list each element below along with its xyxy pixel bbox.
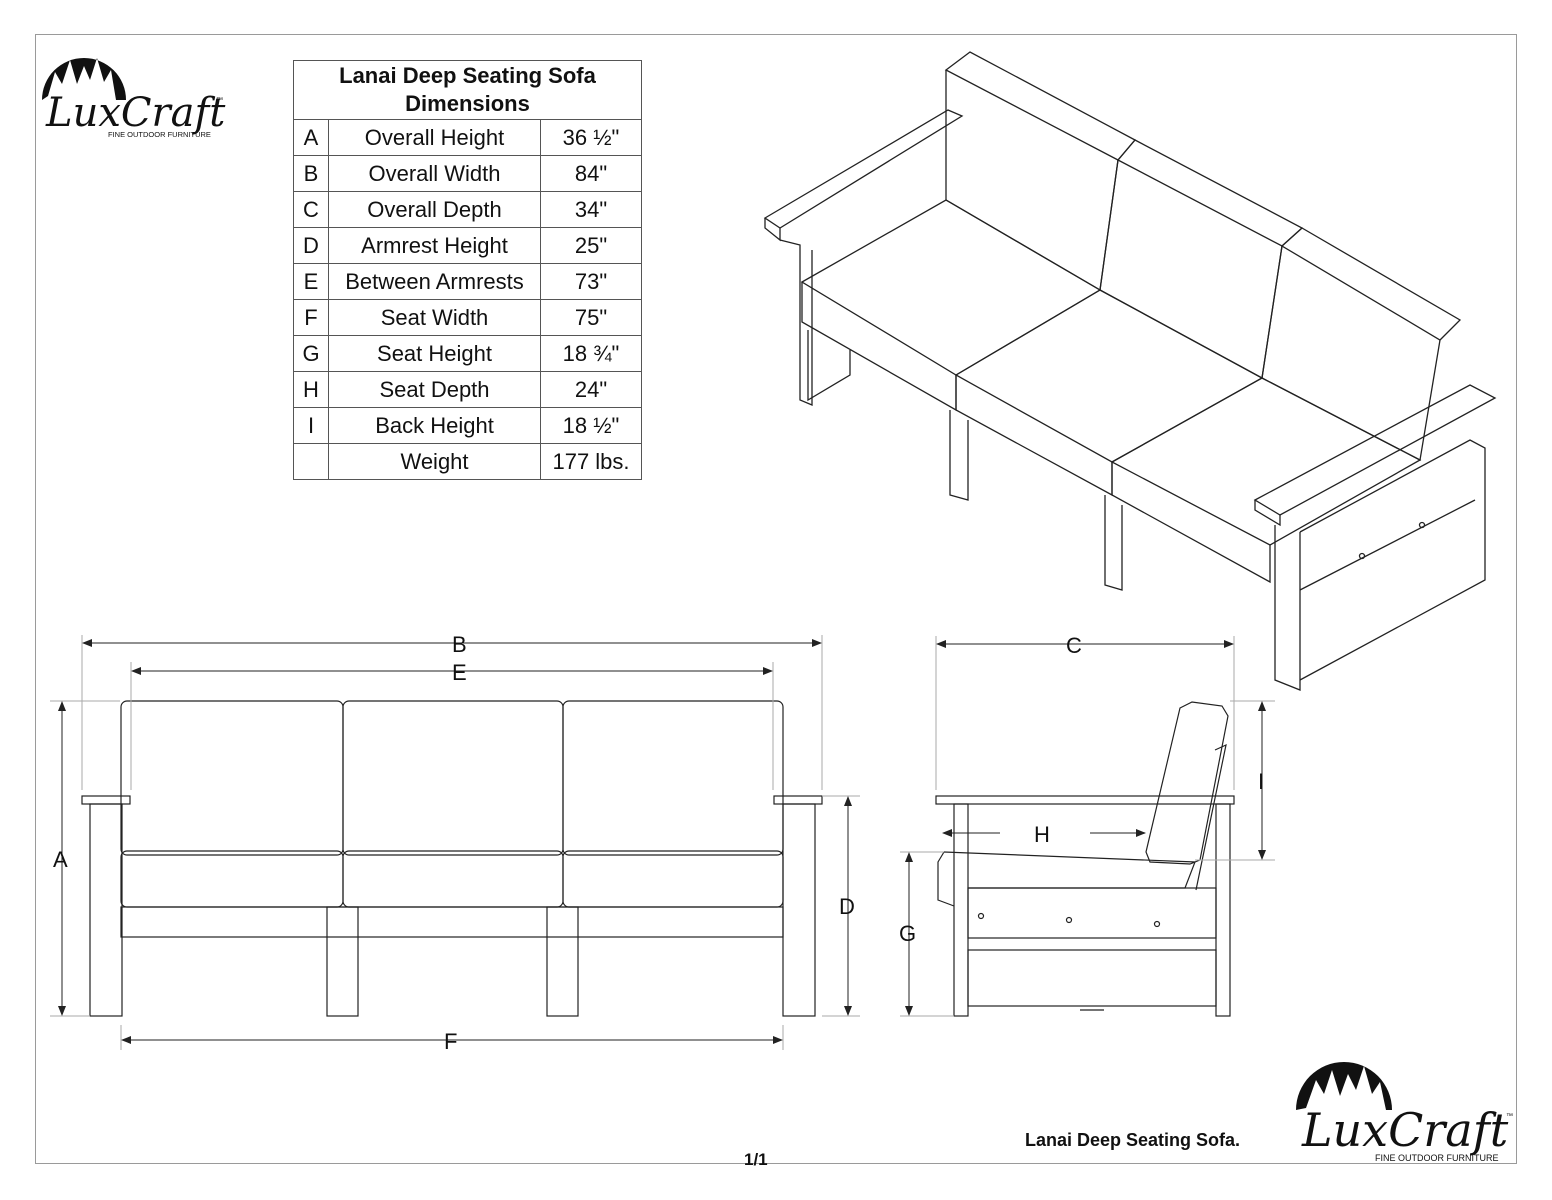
dim-label-i: I — [1258, 769, 1264, 794]
table-title: Lanai Deep Seating Sofa Dimensions — [293, 60, 642, 120]
logo-top-left: LuxCraft ™ FINE OUTDOOR FURNITURE — [42, 58, 226, 139]
tree-emblem-icon — [1296, 1062, 1392, 1110]
logo-brand-text: LuxCraft — [45, 90, 226, 136]
dim-label-e: E — [452, 660, 467, 685]
table-row: I Back Height 18 ½" — [293, 407, 642, 444]
dim-label-g: G — [899, 921, 916, 946]
table-row: F Seat Width 75" — [293, 299, 642, 336]
table-row: B Overall Width 84" — [293, 155, 642, 192]
dimension-letters: B E A D F C H I G — [53, 632, 1264, 1054]
table-row: H Seat Depth 24" — [293, 371, 642, 408]
logo-brand-text: LuxCraft — [1301, 1103, 1509, 1157]
table-row: C Overall Depth 34" — [293, 191, 642, 228]
side-dimensions — [900, 636, 1275, 1017]
table-row: Weight 177 lbs. — [293, 443, 642, 480]
front-dimensions — [50, 635, 860, 1050]
dimensions-table: Lanai Deep Seating Sofa Dimensions A Ove… — [293, 60, 642, 480]
logo-tagline: FINE OUTDOOR FURNITURE — [108, 130, 211, 139]
dim-label-h: H — [1034, 822, 1050, 847]
logo-tm: ™ — [1506, 1113, 1513, 1120]
table-row: D Armrest Height 25" — [293, 227, 642, 264]
side-view — [935, 701, 1235, 1017]
dim-label-c: C — [1066, 633, 1082, 658]
dim-label-b: B — [452, 632, 467, 657]
tree-emblem-icon — [42, 58, 126, 100]
page-number: 1/1 — [744, 1150, 768, 1169]
table-row: G Seat Height 18 ¾" — [293, 335, 642, 372]
table-title-line2: Dimensions — [405, 91, 530, 116]
dim-label-a: A — [53, 847, 68, 872]
logo-tagline: FINE OUTDOOR FURNITURE — [1375, 1153, 1499, 1163]
logo-bottom-right: LuxCraft ™ FINE OUTDOOR FURNITURE — [1296, 1062, 1513, 1163]
dim-label-f: F — [444, 1029, 457, 1054]
table-row: A Overall Height 36 ½" — [293, 119, 642, 156]
front-view — [81, 700, 823, 1017]
drawing-caption: Lanai Deep Seating Sofa. — [1025, 1130, 1241, 1150]
table-row: E Between Armrests 73" — [293, 263, 642, 300]
table-title-line1: Lanai Deep Seating Sofa — [339, 63, 596, 88]
logo-tm: ™ — [216, 97, 223, 104]
dim-label-d: D — [839, 894, 855, 919]
isometric-sofa-illustration — [763, 51, 1497, 691]
drawing-frame — [35, 34, 1517, 1164]
